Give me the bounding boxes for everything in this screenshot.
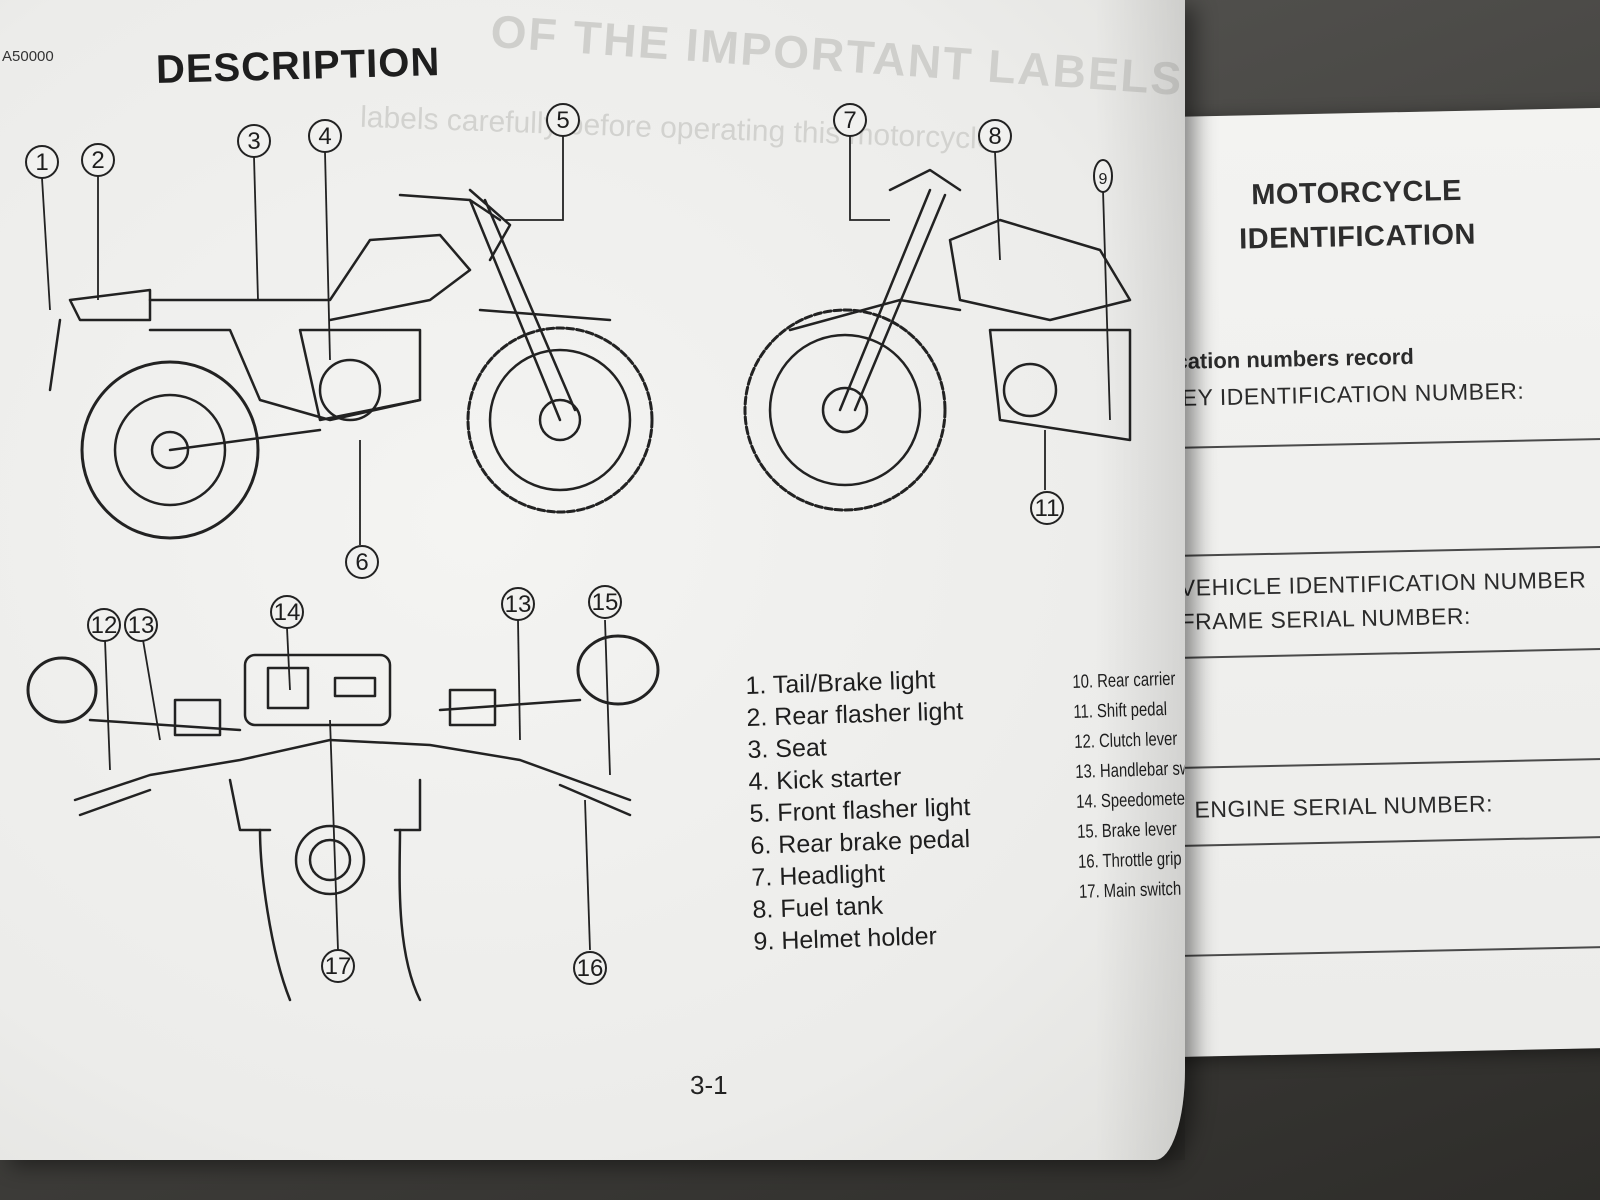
page-number: 3-1 <box>690 1070 728 1100</box>
callout-8: 8 <box>978 119 1012 153</box>
left-page: OF THE IMPORTANT LABELS labels carefully… <box>0 0 1189 1160</box>
callout-16: 16 <box>573 951 607 985</box>
callout-9: 9 <box>1093 159 1113 193</box>
callout-numbers: 1 2 3 4 5 6 7 8 9 11 12 13 14 13 15 16 1… <box>25 103 1113 985</box>
frame-serial-label: FRAME SERIAL NUMBER: <box>1180 602 1472 635</box>
callout-15: 15 <box>588 585 622 619</box>
svg-text:5: 5 <box>556 107 569 134</box>
key-id-label: KEY IDENTIFICATION NUMBER: <box>1165 377 1525 412</box>
svg-text:1: 1 <box>35 149 48 176</box>
key-id-line <box>1156 437 1600 450</box>
svg-text:9: 9 <box>1099 171 1108 188</box>
svg-text:14: 14 <box>274 599 301 626</box>
svg-text:16: 16 <box>577 955 604 982</box>
frame-serial-line-2 <box>1163 757 1600 770</box>
svg-text:11: 11 <box>1035 495 1060 522</box>
callout-4: 4 <box>308 119 342 153</box>
key-id-line-2 <box>1159 545 1600 558</box>
frame-serial-line <box>1161 647 1600 660</box>
legend-item: 13. Handlebar switches <box>1074 757 1189 783</box>
legend-item: 17. Main switch <box>1078 878 1182 903</box>
right-side-view-illustration <box>743 168 1132 512</box>
legend-item: 10. Rear carrier <box>1072 668 1176 693</box>
svg-text:13: 13 <box>128 612 155 639</box>
vehicle-id-label: VEHICLE IDENTIFICATION NUMBER <box>1179 566 1587 601</box>
leader-lines <box>41 136 1111 951</box>
engine-serial-label: ENGINE SERIAL NUMBER: <box>1194 790 1494 823</box>
callout-5: 5 <box>546 103 580 137</box>
motorcycle-diagrams: 1 2 3 4 5 6 7 8 9 11 12 13 14 13 15 16 1… <box>25 103 1132 1002</box>
callout-11: 11 <box>1030 491 1064 525</box>
callout-12: 12 <box>87 608 121 642</box>
svg-text:15: 15 <box>592 589 619 616</box>
engine-serial-line <box>1165 835 1600 848</box>
left-side-view-illustration <box>48 188 654 540</box>
right-page: 000 MOTORCYCLE IDENTIFICATION 800 ntific… <box>1120 107 1600 1058</box>
title-line-1: MOTORCYCLE <box>1250 174 1463 212</box>
callout-13-left: 13 <box>124 608 158 642</box>
svg-text:13: 13 <box>505 591 532 618</box>
callout-6: 6 <box>345 545 379 579</box>
callout-13-right: 13 <box>501 587 535 621</box>
callout-1: 1 <box>25 145 59 179</box>
legend-item: 11. Shift pedal <box>1073 699 1168 723</box>
callout-2: 2 <box>81 143 115 177</box>
legend-item: 12. Clutch lever <box>1074 728 1178 753</box>
svg-text:4: 4 <box>318 123 331 150</box>
parts-legend-continued: 10. Rear carrier 11. Shift pedal 12. Clu… <box>1072 665 1189 908</box>
title-line-2: IDENTIFICATION <box>1238 218 1477 256</box>
engine-serial-line-2 <box>1167 945 1600 958</box>
svg-text:8: 8 <box>988 123 1001 150</box>
section-code: A50000 <box>2 48 54 65</box>
legend-item: 16. Throttle grip <box>1077 848 1182 873</box>
legend-item: 14. Speedometer <box>1075 788 1189 813</box>
callout-17: 17 <box>321 949 355 983</box>
callout-7: 7 <box>833 103 867 137</box>
parts-legend: 1. Tail/Brake light 2. Rear flasher ligh… <box>745 663 975 958</box>
svg-text:6: 6 <box>355 549 368 576</box>
callout-14: 14 <box>270 595 304 629</box>
svg-text:12: 12 <box>91 612 118 639</box>
right-page-title: MOTORCYCLE IDENTIFICATION <box>1191 168 1523 263</box>
handlebar-view-illustration <box>26 634 660 1002</box>
svg-text:17: 17 <box>325 953 352 980</box>
callout-3: 3 <box>237 124 271 158</box>
legend-item: 15. Brake lever <box>1076 818 1178 843</box>
svg-text:7: 7 <box>843 107 856 134</box>
svg-text:3: 3 <box>247 128 260 155</box>
svg-text:2: 2 <box>91 147 104 174</box>
